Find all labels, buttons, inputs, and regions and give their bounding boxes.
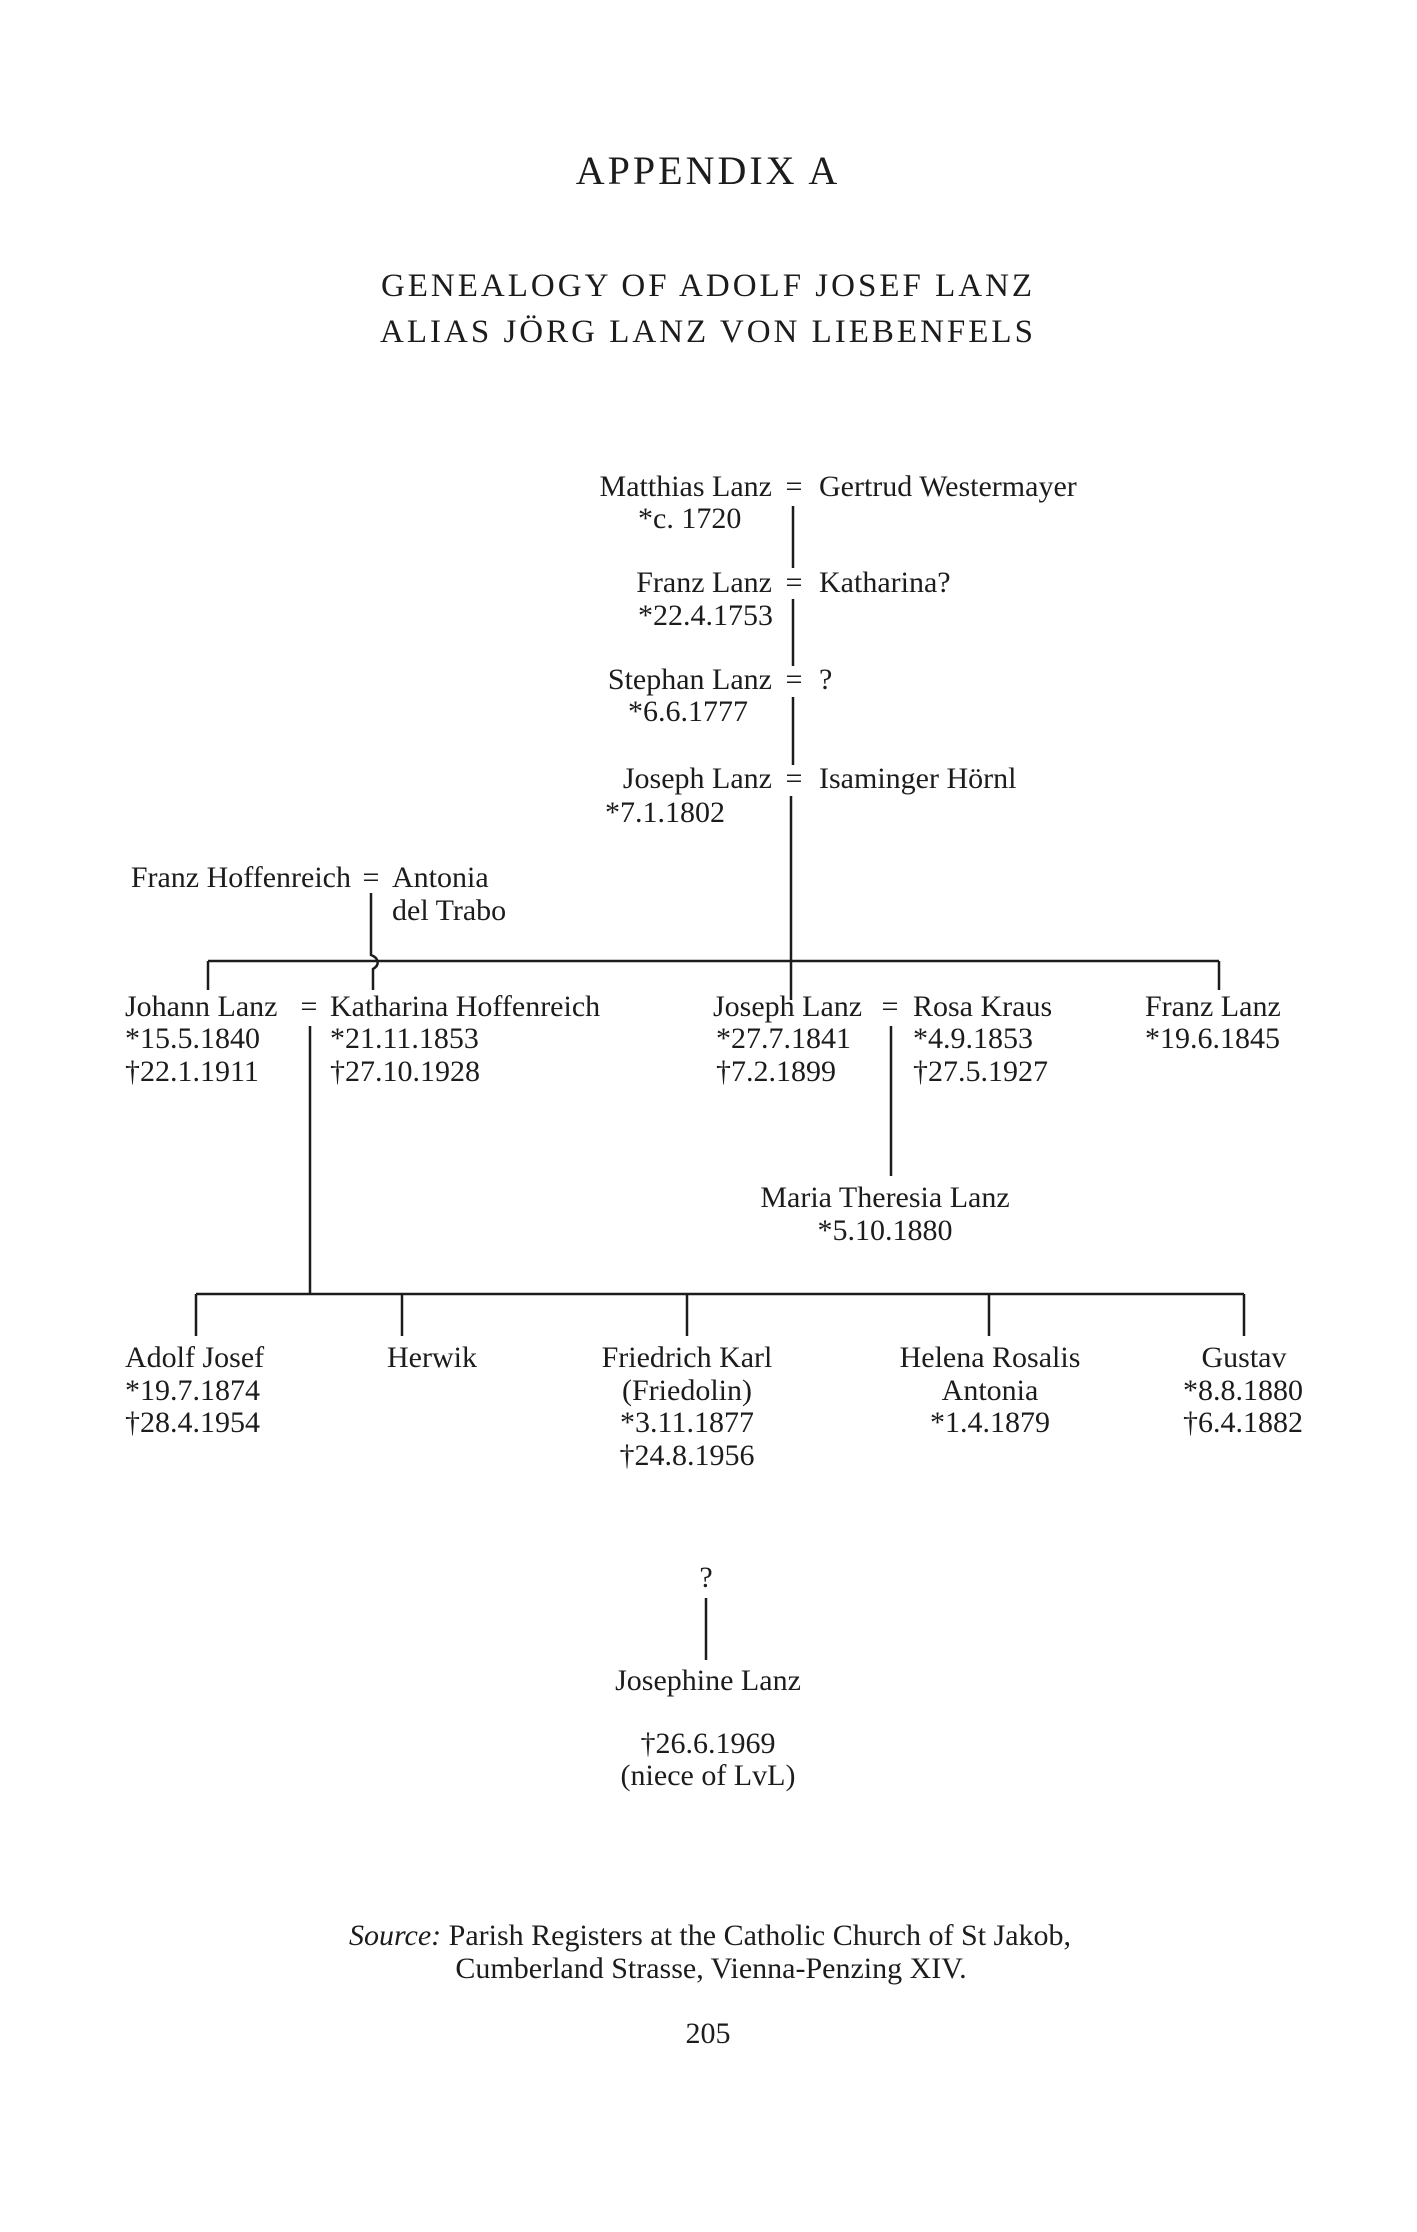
person-name: Josephine Lanz <box>615 1664 801 1697</box>
child-name: Adolf Josef <box>125 1341 265 1374</box>
birth-date: *8.8.1880 <box>1183 1374 1303 1407</box>
child-name-continued: Antonia <box>941 1374 1039 1407</box>
spouse-name: Gertrud Westermayer <box>819 470 1077 503</box>
source-note-line-1: Source: Parish Registers at the Catholic… <box>349 1921 1071 1951</box>
subtitle-line-1: GENEALOGY OF ADOLF JOSEF LANZ <box>380 268 1036 304</box>
child-name: Herwik <box>387 1341 477 1374</box>
death-date: †24.8.1956 <box>619 1439 755 1472</box>
death-date: †22.1.1911 <box>125 1055 259 1088</box>
birth-date: *27.7.1841 <box>716 1022 851 1055</box>
marriage-sign: = <box>785 663 803 696</box>
person-name: Stephan Lanz <box>607 663 772 696</box>
person-name: Joseph Lanz <box>713 990 863 1023</box>
birth-date: *21.11.1853 <box>330 1022 479 1055</box>
marriage-sign: = <box>300 990 318 1023</box>
marriage-sign: = <box>785 470 803 503</box>
marriage-sign: = <box>785 566 803 599</box>
birth-date: *5.10.1880 <box>817 1214 953 1247</box>
birth-date: *19.6.1845 <box>1145 1022 1280 1055</box>
person-name: Franz Hoffenreich <box>130 861 351 894</box>
birth-date: *1.4.1879 <box>930 1406 1050 1439</box>
spouse-name: Katharina Hoffenreich <box>330 990 601 1023</box>
unknown-parent: ? <box>699 1561 713 1594</box>
relation-note: (niece of LvL) <box>620 1759 796 1792</box>
person-name: Maria Theresia Lanz <box>760 1181 1010 1214</box>
marriage-sign: = <box>881 990 899 1023</box>
death-date: †6.4.1882 <box>1183 1406 1303 1439</box>
spouse-name: Antonia <box>392 861 489 894</box>
child-name: Helena Rosalis <box>899 1341 1081 1374</box>
child-nickname: (Friedolin) <box>622 1374 752 1407</box>
death-date: †28.4.1954 <box>125 1406 260 1439</box>
page-title: APPENDIX A <box>575 148 841 193</box>
person-name: Johann Lanz <box>125 990 278 1023</box>
death-date: †26.6.1969 <box>640 1727 776 1760</box>
spouse-name: Rosa Kraus <box>913 990 1053 1023</box>
birth-date: *6.6.1777 <box>628 695 748 728</box>
spouse-name: Katharina? <box>819 566 951 599</box>
death-date: †7.2.1899 <box>716 1055 836 1088</box>
birth-date: *22.4.1753 <box>638 599 773 632</box>
death-date: †27.10.1928 <box>330 1055 480 1088</box>
source-note-line-2: Cumberland Strasse, Vienna-Penzing XIV. <box>455 1952 967 1985</box>
birth-date: *c. 1720 <box>638 502 742 535</box>
spouse-name: ? <box>819 663 833 696</box>
subtitle-line-2: ALIAS JÖRG LANZ VON LIEBENFELS <box>380 314 1036 350</box>
descent-line-hoffenreich-katharina <box>369 893 379 990</box>
child-name: Gustav <box>1201 1341 1287 1374</box>
person-name: Franz Lanz <box>636 566 772 599</box>
birth-date: *7.1.1802 <box>605 796 725 829</box>
source-label: Source: <box>348 1919 442 1952</box>
child-name: Friedrich Karl <box>601 1341 773 1374</box>
spouse-name: Isaminger Hörnl <box>819 762 1017 795</box>
birth-date: *15.5.1840 <box>125 1022 260 1055</box>
person-name: Franz Lanz <box>1145 990 1281 1023</box>
birth-date: *3.11.1877 <box>620 1406 754 1439</box>
death-date: †27.5.1927 <box>913 1055 1048 1088</box>
person-name: Matthias Lanz <box>599 470 772 503</box>
person-name: Joseph Lanz <box>622 762 772 795</box>
birth-date: *19.7.1874 <box>125 1374 260 1407</box>
page-number: 205 <box>685 2017 731 2050</box>
spouse-name-continued: del Trabo <box>392 894 507 927</box>
marriage-sign: = <box>785 762 803 795</box>
birth-date: *4.9.1853 <box>913 1022 1033 1055</box>
marriage-sign: = <box>362 861 380 894</box>
source-text: Parish Registers at the Catholic Church … <box>448 1919 1072 1952</box>
